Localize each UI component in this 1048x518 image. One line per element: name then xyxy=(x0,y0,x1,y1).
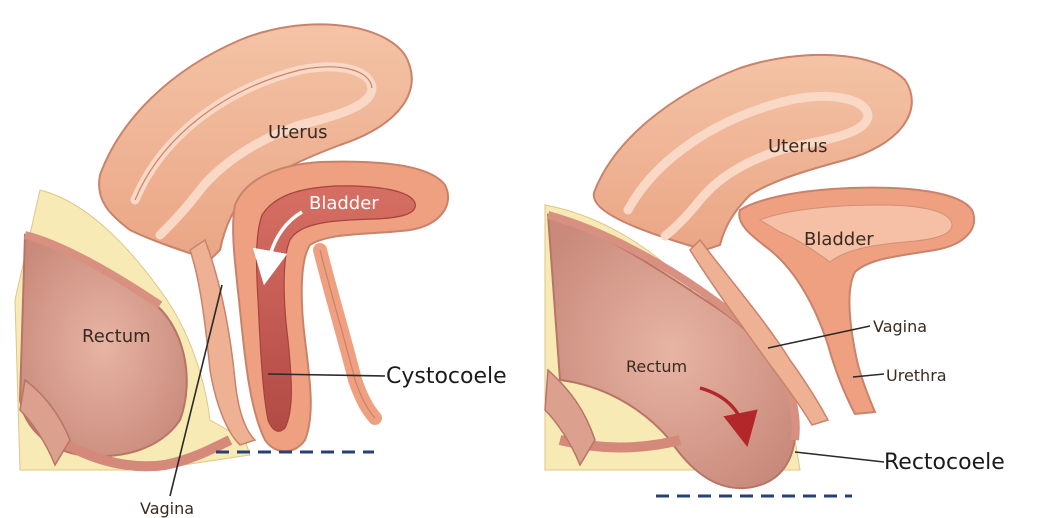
label-uterus-right: Uterus xyxy=(768,136,828,157)
label-vagina-left: Vagina xyxy=(140,499,194,518)
label-bladder-right: Bladder xyxy=(804,229,874,250)
left-panel-cystocoele: Uterus Bladder Rectum Cystocoele Vagina xyxy=(15,24,507,518)
label-vagina-right: Vagina xyxy=(873,317,927,336)
label-rectum-left: Rectum xyxy=(82,326,151,347)
label-uterus-left: Uterus xyxy=(268,122,328,143)
label-rectum-right: Rectum xyxy=(626,357,687,376)
label-urethra: Urethra xyxy=(886,366,947,385)
urethra-left xyxy=(320,250,375,418)
leader-rectocoele xyxy=(795,452,884,462)
label-rectocoele: Rectocoele xyxy=(884,450,1005,475)
right-panel-rectocoele: Uterus Bladder Vagina Urethra Rectum Rec… xyxy=(545,55,1005,496)
label-bladder-left: Bladder xyxy=(309,193,379,214)
label-cystocoele: Cystocoele xyxy=(386,364,507,389)
